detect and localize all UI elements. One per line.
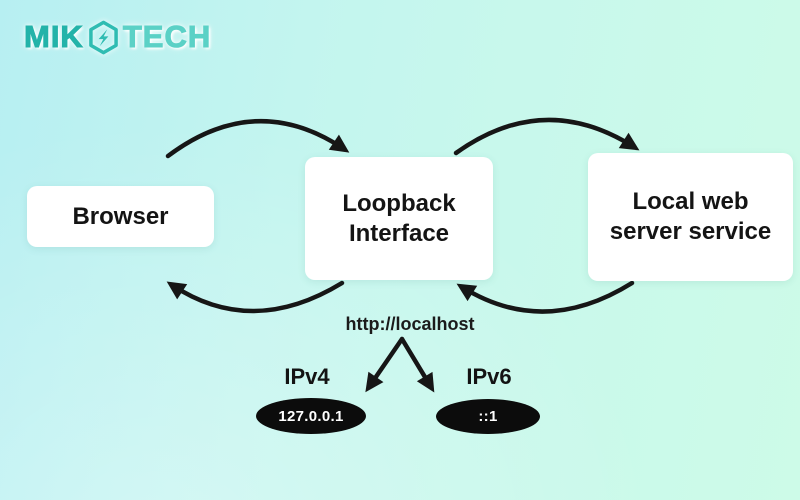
ipv4-label: IPv4 bbox=[284, 364, 330, 389]
hexagon-bolt-icon bbox=[87, 20, 120, 55]
miko-tech-logo: MIK TECH bbox=[24, 19, 211, 55]
logo-text-mik: MIK bbox=[24, 19, 84, 55]
node-browser: Browser bbox=[27, 186, 214, 247]
node-loopback-interface: Loopback Interface bbox=[305, 157, 493, 280]
arrow-localhost-to-ipv4 bbox=[365, 336, 405, 393]
node-server-label-line1: Local web bbox=[632, 188, 749, 215]
ipv4-address-badge: 127.0.0.1 bbox=[256, 398, 366, 434]
node-loopback-label-line1: Loopback bbox=[342, 189, 456, 217]
node-browser-label: Browser bbox=[72, 202, 169, 230]
arrow-loopback-to-server bbox=[453, 117, 640, 156]
node-server-label-line2: server service bbox=[609, 218, 772, 245]
ipv6-label: IPv6 bbox=[466, 364, 512, 389]
ipv6-address-badge: ::1 bbox=[436, 399, 540, 434]
arrow-localhost-to-ipv6 bbox=[399, 336, 435, 393]
node-loopback-label-line2: Interface bbox=[348, 219, 450, 247]
localhost-url-label: http://localhost bbox=[345, 314, 475, 334]
arrow-server-to-loopback bbox=[456, 280, 635, 314]
ipv6-address-text: ::1 bbox=[478, 408, 498, 425]
node-local-web-server: Local web server service bbox=[588, 153, 793, 281]
arrow-loopback-to-browser bbox=[166, 280, 345, 314]
logo-text-tech: TECH bbox=[122, 19, 212, 55]
ipv4-address-text: 127.0.0.1 bbox=[278, 407, 344, 425]
arrow-browser-to-loopback bbox=[165, 118, 350, 159]
